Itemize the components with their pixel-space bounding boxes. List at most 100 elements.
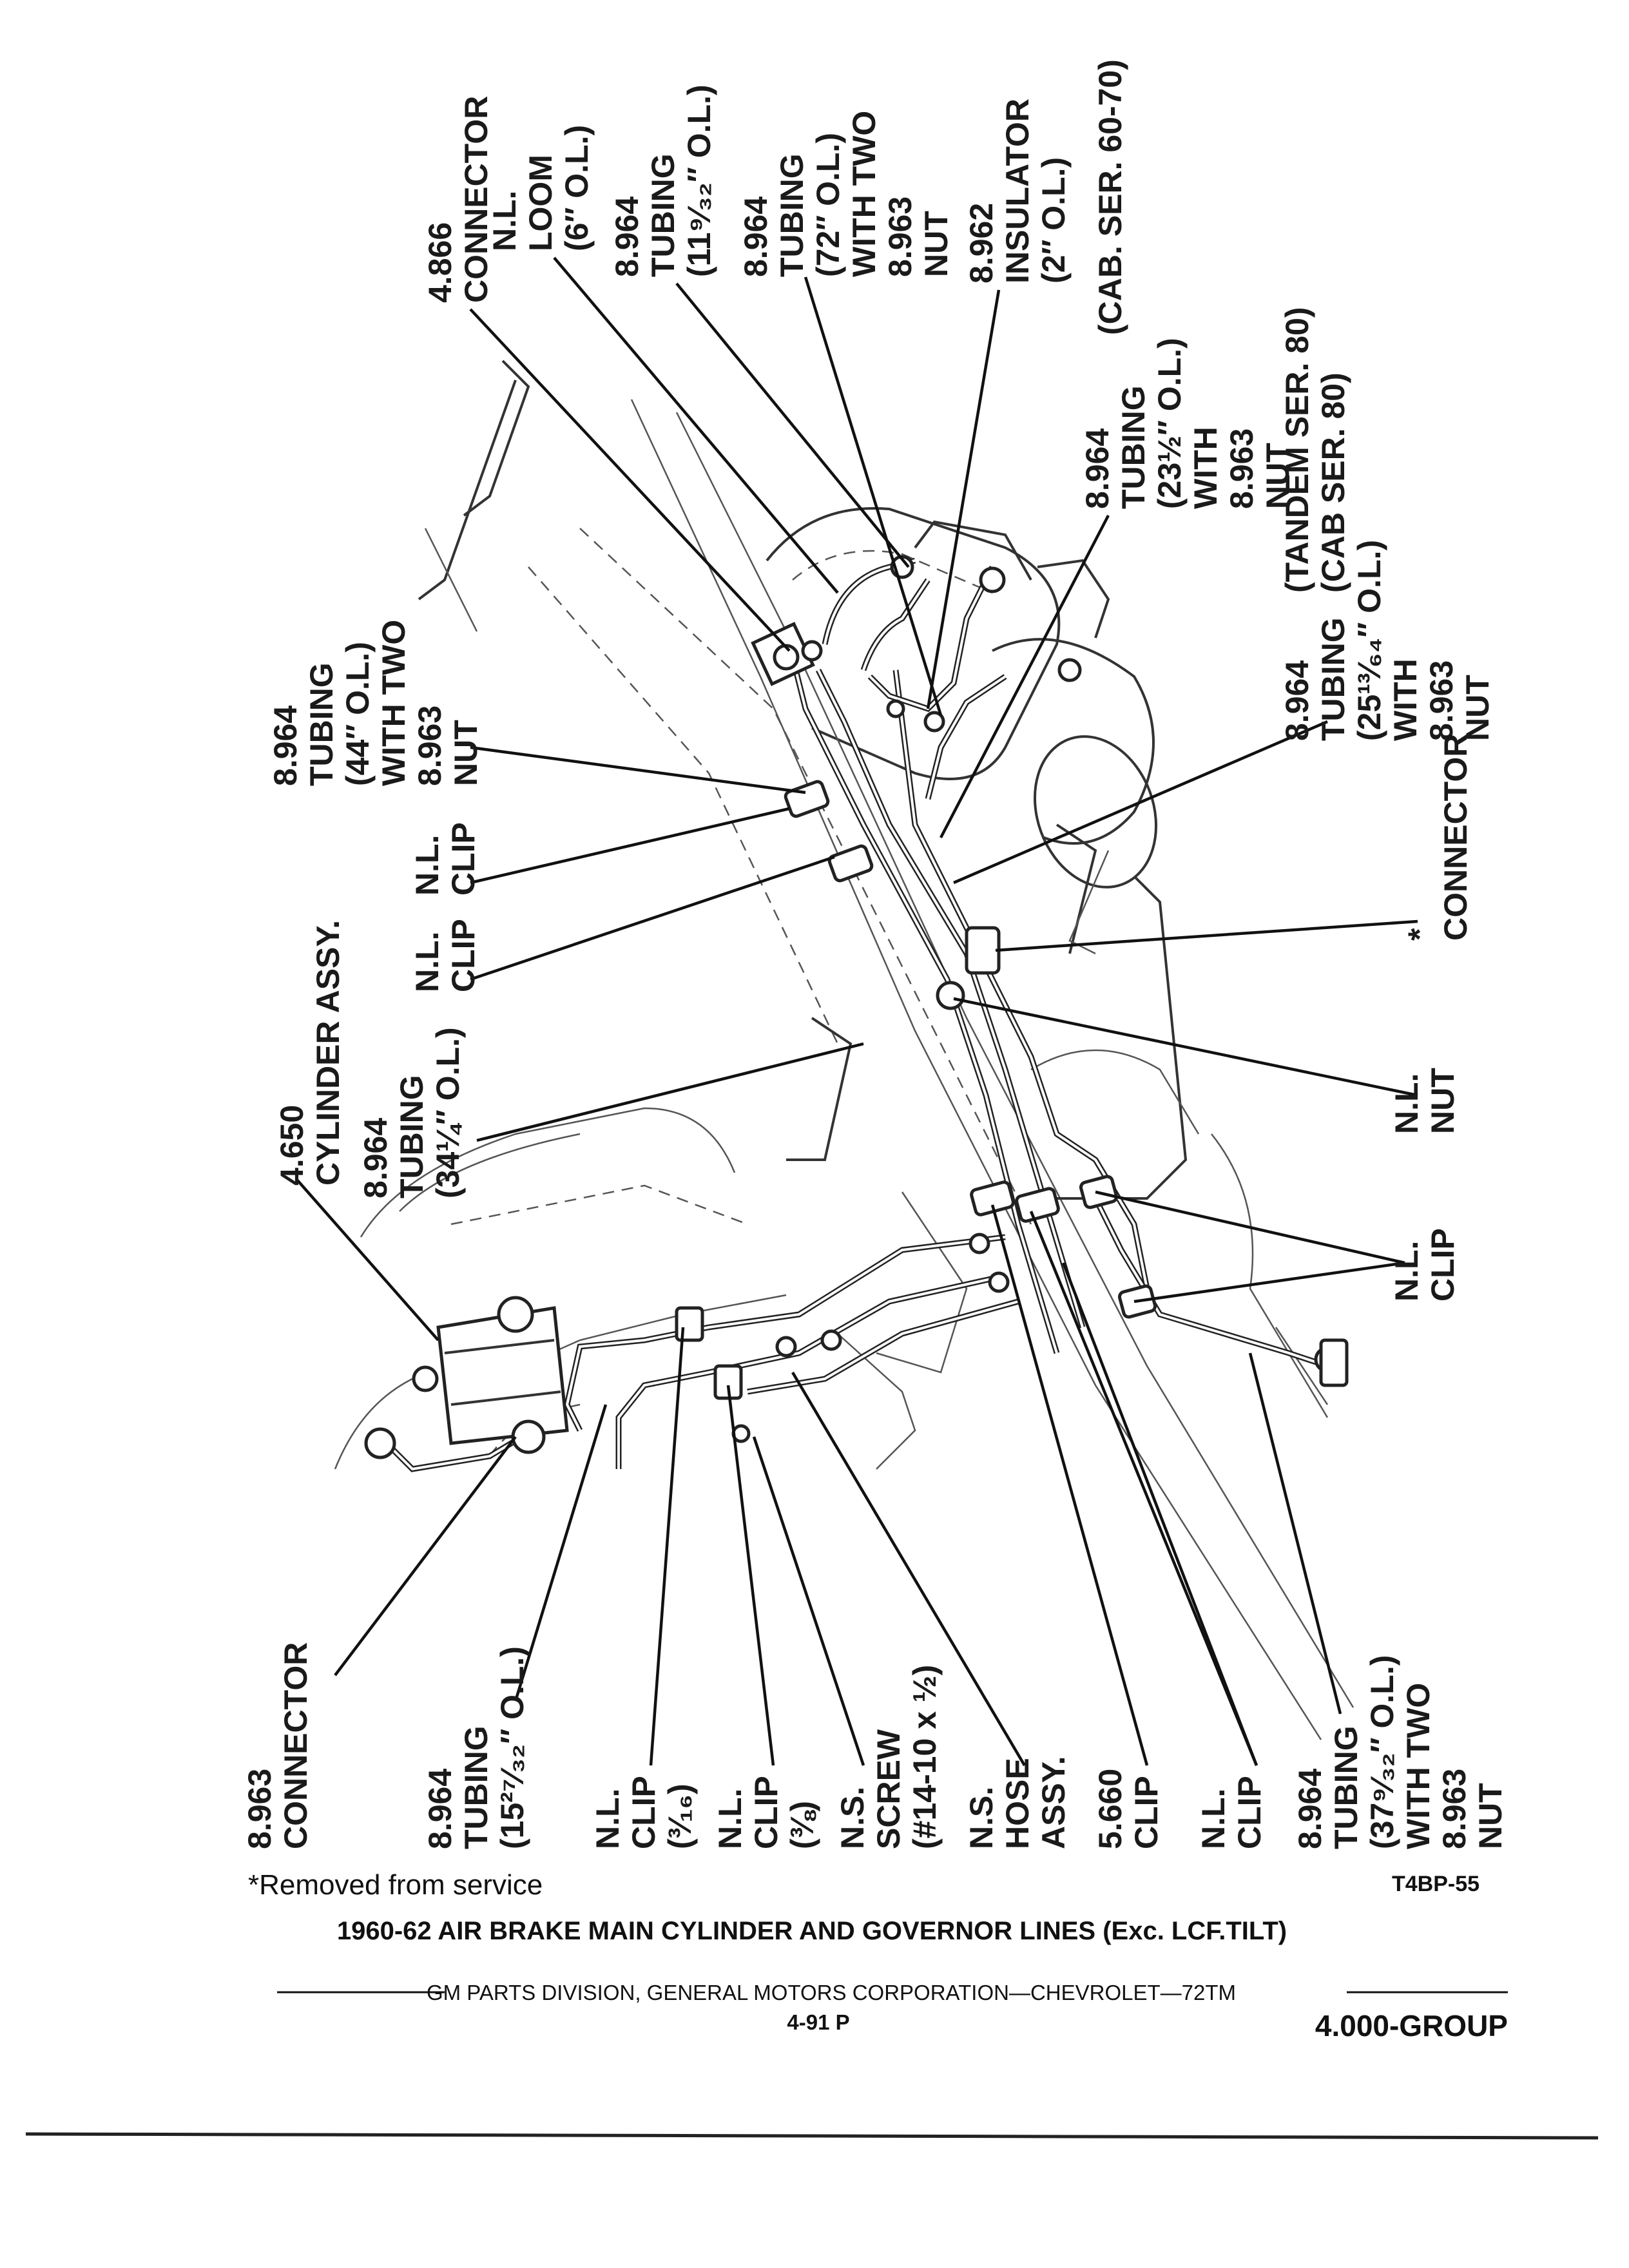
label-line: (⅜) (784, 1801, 820, 1849)
label-line: TUBING (304, 662, 340, 786)
label-line: (34¼″ O.L.) (430, 1027, 466, 1198)
label-line: 8.964 (358, 1118, 394, 1198)
label-line: CLIP (748, 1776, 784, 1849)
label-line: TUBING (774, 153, 810, 277)
svg-text:N.L. CLIP: N.L. CLIP (1195, 1776, 1268, 1849)
svg-text:4.866 CONNECTOR: 4.866 CONNECTOR (422, 96, 494, 303)
svg-text:8.964 TUBING (23½″: 8.964 TUBING (23½″ O.L.) WITH 8.963 NUT (1079, 329, 1296, 509)
label-line: NUT (918, 211, 954, 277)
svg-text:N.S. HOSE ASSY.: N.S. HOSE ASSY. (963, 1749, 1072, 1849)
label-line: N.L. (409, 932, 445, 992)
cab-series-label: (CAB. SER. 60-70) (1092, 59, 1128, 335)
label-line: (³⁄₁₆) (662, 1783, 698, 1849)
label-line: HOSE (999, 1758, 1036, 1849)
cylinder-assembly (364, 1296, 569, 1459)
label-line: 8.963 (1436, 1769, 1472, 1849)
svg-text:8.964 TUBING (11⁹⁄: 8.964 TUBING (11⁹⁄₃₂″ O.L.) (609, 84, 717, 277)
compressor-fittings (751, 555, 1082, 733)
label-line: (CAB SER. 80) (1315, 372, 1351, 593)
label-line: NUT (1425, 1068, 1461, 1134)
label-line: WITH TWO (846, 111, 882, 277)
label-line: 8.963 (242, 1769, 278, 1849)
label-line: 8.964 (1079, 428, 1115, 509)
label-line: 8.963 (412, 706, 448, 786)
svg-text:N.L. LOOM (6″ O.L.: N.L. LOOM (6″ O.L.) (487, 125, 595, 251)
label-line: N.L. (487, 191, 523, 251)
label-line: TUBING (645, 153, 681, 277)
label-line: NUT (1260, 443, 1296, 509)
svg-text:N.L. CLIP (⅜): N.L. CLIP (⅜) (712, 1767, 820, 1849)
components (364, 555, 1349, 1459)
label-line: N.L. (1389, 1241, 1425, 1302)
label-line: 8.964 (422, 1769, 458, 1849)
label-line: 8.964 (609, 197, 645, 277)
label-line: 8.963 (1224, 428, 1260, 509)
label-line: * (1402, 928, 1438, 941)
figure-code: T4BP-55 (1392, 1872, 1480, 1896)
label-line: WITH TWO (376, 620, 412, 786)
label-line: 8.964 (1292, 1769, 1328, 1849)
label-line: (44″ O.L.) (340, 642, 376, 786)
svg-text:N.L. CLIP: N.L. CLIP (1389, 1228, 1461, 1302)
label-line: TUBING (1115, 385, 1152, 509)
clips (675, 780, 1349, 1443)
label-line: 8.964 (738, 197, 774, 277)
label-line: CLIP (445, 822, 481, 896)
label-line: CLIP (445, 919, 481, 992)
label-line: (25¹³⁄₆₄″ O.L.) (1351, 540, 1387, 741)
svg-text:8.964 TUBING (25¹³: 8.964 TUBING (25¹³⁄₆₄″ O.L.) WITH 8.963 … (1279, 531, 1496, 741)
svg-text:8.964 TUBING (15²⁷: 8.964 TUBING (15²⁷⁄₃₂″ O.L.) (422, 1646, 530, 1849)
svg-text:5.660 CLIP: 5.660 CLIP (1092, 1760, 1164, 1849)
label-line: TUBING (1328, 1725, 1364, 1849)
label-line: N.S. (963, 1787, 999, 1849)
svg-text:8.964 TUBING (34¼″: 8.964 TUBING (34¼″ O.L.) (358, 1027, 466, 1198)
label-line: N.L. (712, 1789, 748, 1849)
label-line: CONNECTOR (458, 96, 494, 303)
label-line: (2″ O.L.) (1036, 157, 1072, 284)
label-line: N.L. (409, 835, 445, 896)
svg-text:* CONNECTOR: * CONNECTOR (1402, 734, 1474, 941)
svg-text:4.650 CYLINDER ASSY.: 4.650 CYLINDER ASSY. (274, 920, 346, 1186)
label-line: WITH (1188, 427, 1224, 509)
label-line: N.L. (1195, 1789, 1231, 1849)
label-line: TUBING (1315, 617, 1351, 741)
label-line: CLIP (1231, 1776, 1268, 1849)
label-line: 4.650 (274, 1105, 310, 1186)
top-labels: 4.866 CONNECTOR N.L. LOOM (6″ O.L.) 8.96… (422, 59, 1496, 741)
svg-text:N.L. CLIP (³⁄₁₆): N.L. CLIP (³⁄₁₆) (590, 1767, 698, 1849)
footer: *Removed from service T4BP-55 1960-62 AI… (25, 1869, 1599, 2140)
svg-text:8.964 TUBING (44″: 8.964 TUBING (44″ O.L.) WITH TWO 8.963 N… (267, 611, 484, 786)
label-line: (37⁹⁄₃₂″ O.L.) (1364, 1655, 1400, 1849)
label-line: WITH TWO (1400, 1683, 1436, 1849)
label-line: 8.963 (882, 197, 918, 277)
vehicle-outline (334, 360, 1354, 1740)
svg-text:N.S. SCREW (#14-10: N.S. SCREW (#14-10 x ½) (834, 1665, 943, 1849)
division-line: GM PARTS DIVISION, GENERAL MOTORS CORPOR… (427, 1981, 1236, 2004)
label-line: (15²⁷⁄₃₂″ O.L.) (494, 1646, 530, 1849)
label-line: N.L. (590, 1789, 626, 1849)
label-line: CONNECTOR (1438, 734, 1474, 941)
label-line: 4.866 (422, 222, 458, 303)
label-line: 8.962 (963, 203, 999, 284)
label-line: 8.963 (1423, 660, 1460, 741)
label-line: CLIP (1128, 1776, 1164, 1849)
svg-text:8.964 TUBING (72″: 8.964 TUBING (72″ O.L.) WITH TWO 8.963 N… (738, 102, 954, 277)
label-line: ASSY. (1036, 1756, 1072, 1849)
label-line: N.L. (1389, 1073, 1425, 1134)
label-line: N.S. (834, 1787, 871, 1849)
label-line: (23½″ O.L.) (1152, 338, 1188, 509)
svg-text:8.964 TUBING (37⁹⁄: 8.964 TUBING (37⁹⁄₃₂″ O.L.) WITH TWO 8.9… (1292, 1646, 1509, 1849)
label-line: NUT (1472, 1783, 1509, 1849)
diagram-caption: 1960-62 AIR BRAKE MAIN CYLINDER AND GOVE… (337, 1917, 1287, 1945)
leader-lines (295, 256, 1418, 1767)
page-bottom-rule (25, 2132, 1599, 2140)
label-line: INSULATOR (999, 99, 1036, 284)
svg-text:N.L. CLIP: N.L. CLIP (409, 822, 481, 896)
label-line: NUT (448, 720, 484, 786)
left-labels: 8.964 TUBING (44″ O.L.) WITH TWO 8.963 N… (267, 611, 484, 1198)
label-line: CLIP (626, 1776, 662, 1849)
label-line: CLIP (1425, 1228, 1461, 1302)
svg-text:8.962 INSULATOR (2: 8.962 INSULATOR (2″ O.L.) (963, 90, 1072, 284)
label-line: 8.964 (267, 706, 304, 786)
